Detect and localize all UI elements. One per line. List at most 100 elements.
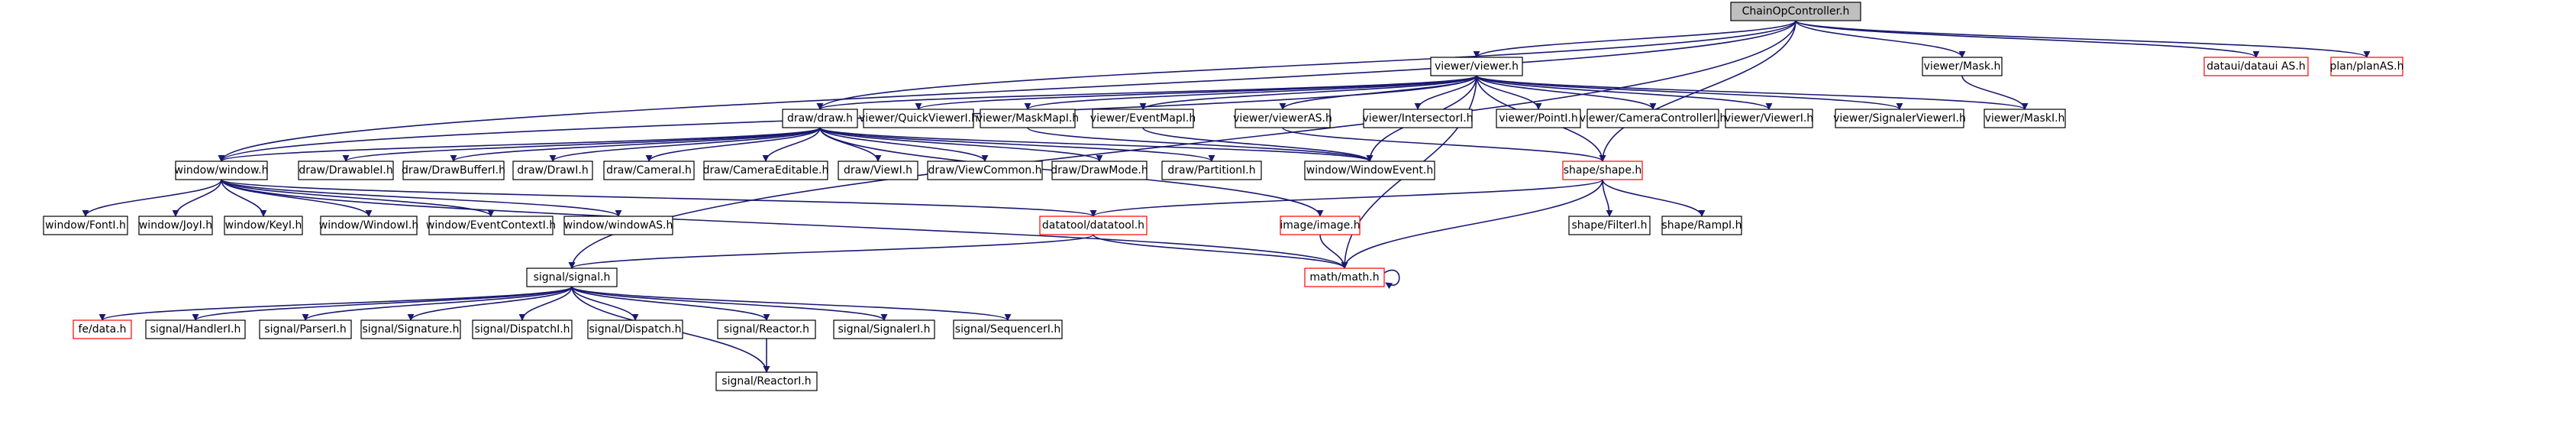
node-fonti[interactable]: window/FontI.h xyxy=(43,216,128,235)
node-point[interactable]: viewer/PointI.h xyxy=(1496,109,1581,128)
node-label: datatool/datatool.h xyxy=(1042,219,1144,232)
node-math[interactable]: math/math.h xyxy=(1304,268,1385,287)
node-viewcommon[interactable]: draw/ViewCommon.h xyxy=(927,160,1043,180)
node-keyi[interactable]: window/KeyI.h xyxy=(224,216,303,235)
node-fedata[interactable]: fe/data.h xyxy=(73,319,132,339)
node-box xyxy=(1730,2,1861,21)
edge-signal-to-fedata xyxy=(98,286,573,321)
node-label: signal/DispatchI.h xyxy=(474,323,570,336)
node-dataui[interactable]: dataui/dataui AS.h xyxy=(2203,57,2309,76)
node-box xyxy=(526,268,618,287)
edge-viewer-to-camctrl xyxy=(1476,75,1657,110)
edge-window-to-keyi xyxy=(221,179,267,217)
node-vieweras[interactable]: viewer/viewerAS.h xyxy=(1233,109,1332,128)
edge-window-to-windowi xyxy=(221,179,373,217)
node-plan[interactable]: plan/planAS.h xyxy=(2330,57,2404,76)
node-vieweri[interactable]: viewer/ViewerI.h xyxy=(1725,109,1813,128)
node-dispatchi[interactable]: signal/DispatchI.h xyxy=(472,319,573,339)
node-maskmap[interactable]: viewer/MaskMapI.h xyxy=(976,109,1079,128)
node-image[interactable]: image/image.h xyxy=(1280,216,1361,235)
node-maski[interactable]: viewer/MaskI.h xyxy=(1984,109,2066,128)
node-root[interactable]: ChainOpController.h xyxy=(1730,2,1861,21)
node-partition[interactable]: draw/PartitionI.h xyxy=(1161,160,1262,180)
node-drawbuffer[interactable]: draw/DrawBufferI.h xyxy=(402,160,505,180)
node-label: shape/shape.h xyxy=(1564,164,1642,177)
node-box xyxy=(1496,109,1581,128)
node-box xyxy=(1430,57,1523,76)
edge-datatool-to-signal xyxy=(568,234,1094,269)
node-datatool[interactable]: datatool/datatool.h xyxy=(1039,216,1148,235)
node-signaler[interactable]: viewer/SignalerViewerI.h xyxy=(1833,109,1966,128)
node-window[interactable]: window/window.h xyxy=(175,160,269,180)
node-label: signal/Dispatch.h xyxy=(589,323,682,336)
node-parser[interactable]: signal/ParserI.h xyxy=(259,319,352,339)
node-reactor[interactable]: signal/Reactor.h xyxy=(717,319,816,339)
node-reactori[interactable]: signal/ReactorI.h xyxy=(715,371,818,391)
edge-viewer-to-vieweri xyxy=(1476,75,1773,110)
node-box xyxy=(1922,57,2003,76)
edges-layer xyxy=(82,20,2371,373)
node-camedit[interactable]: draw/CameraEditable.h xyxy=(703,160,829,180)
node-evctx[interactable]: window/EventContextI.h xyxy=(426,216,556,235)
edge-viewer-to-quick xyxy=(915,75,1477,110)
node-box xyxy=(1280,216,1361,235)
node-viewi[interactable]: draw/ViewI.h xyxy=(838,160,918,180)
node-box xyxy=(138,216,213,235)
node-label: window/windowAS.h xyxy=(564,219,673,232)
node-drawmode[interactable]: draw/DrawMode.h xyxy=(1051,160,1148,180)
node-signaleri[interactable]: signal/SignalerI.h xyxy=(833,319,935,339)
node-box xyxy=(1587,109,1719,128)
node-joyi[interactable]: window/JoyI.h xyxy=(138,216,213,235)
node-label: viewer/PointI.h xyxy=(1499,112,1578,125)
node-filter[interactable]: shape/FilterI.h xyxy=(1568,216,1651,235)
edge-viewer-to-eventmap xyxy=(1139,75,1477,110)
node-box xyxy=(43,216,128,235)
edge-window-to-joyi xyxy=(172,179,222,217)
node-quick[interactable]: viewer/QuickViewerI.h xyxy=(859,109,978,128)
node-box xyxy=(717,319,816,339)
edge-signal-to-reactor xyxy=(571,286,770,321)
node-box xyxy=(298,160,394,180)
node-handler[interactable]: signal/HandlerI.h xyxy=(145,319,246,339)
node-label: dataui/dataui AS.h xyxy=(2206,60,2306,73)
edge-viewer-to-maskmap xyxy=(1024,75,1477,110)
node-intersector[interactable]: viewer/IntersectorI.h xyxy=(1362,109,1474,128)
node-box xyxy=(259,319,352,339)
edge-window-to-windowas xyxy=(221,179,622,217)
node-sequencer[interactable]: signal/SequencerI.h xyxy=(953,319,1063,339)
node-draw[interactable]: draw/draw.h xyxy=(782,109,858,128)
node-label: window/WindowI.h xyxy=(319,219,418,232)
node-dispatch[interactable]: signal/Dispatch.h xyxy=(587,319,683,339)
node-camctrl[interactable]: viewer/CameraControllerI.h xyxy=(1580,109,1727,128)
node-viewer[interactable]: viewer/viewer.h xyxy=(1430,57,1523,76)
node-signature[interactable]: signal/Signature.h xyxy=(360,319,461,339)
nodes-layer: ChainOpController.h viewer/viewer.h viewer… xyxy=(43,2,2404,391)
edge-root-to-plan xyxy=(1795,20,2371,58)
node-label: draw/CameraEditable.h xyxy=(703,164,829,177)
node-label: viewer/SignalerViewerI.h xyxy=(1833,112,1966,125)
edge-signal-to-dispatchi xyxy=(518,286,573,321)
node-label: viewer/viewerAS.h xyxy=(1233,112,1332,125)
edge-draw-to-drawable xyxy=(342,127,821,162)
node-ramp[interactable]: shape/RampI.h xyxy=(1661,216,1742,235)
node-mask[interactable]: viewer/Mask.h xyxy=(1922,57,2003,76)
node-box xyxy=(863,109,974,128)
node-drawi[interactable]: draw/DrawI.h xyxy=(512,160,593,180)
node-shape[interactable]: shape/shape.h xyxy=(1562,160,1643,180)
node-label: signal/signal.h xyxy=(534,271,611,284)
node-windowas[interactable]: window/windowAS.h xyxy=(563,216,673,235)
node-signal[interactable]: signal/signal.h xyxy=(526,268,618,287)
node-label: viewer/EventMapI.h xyxy=(1090,112,1196,125)
edge-signal-to-dispatch xyxy=(571,286,639,321)
edge-viewer-to-intersector xyxy=(1414,75,1477,110)
node-label: shape/RampI.h xyxy=(1662,219,1742,232)
edge-draw-to-window xyxy=(218,127,821,162)
node-box xyxy=(1568,216,1651,235)
node-eventmap[interactable]: viewer/EventMapI.h xyxy=(1090,109,1196,128)
node-camera[interactable]: draw/CameraI.h xyxy=(603,160,695,180)
node-label: window/window.h xyxy=(175,164,269,177)
node-windowi[interactable]: window/WindowI.h xyxy=(319,216,418,235)
node-label: signal/ReactorI.h xyxy=(721,375,811,387)
node-winevent[interactable]: window/WindowEvent.h xyxy=(1304,160,1435,180)
node-drawable[interactable]: draw/DrawableI.h xyxy=(298,160,394,180)
